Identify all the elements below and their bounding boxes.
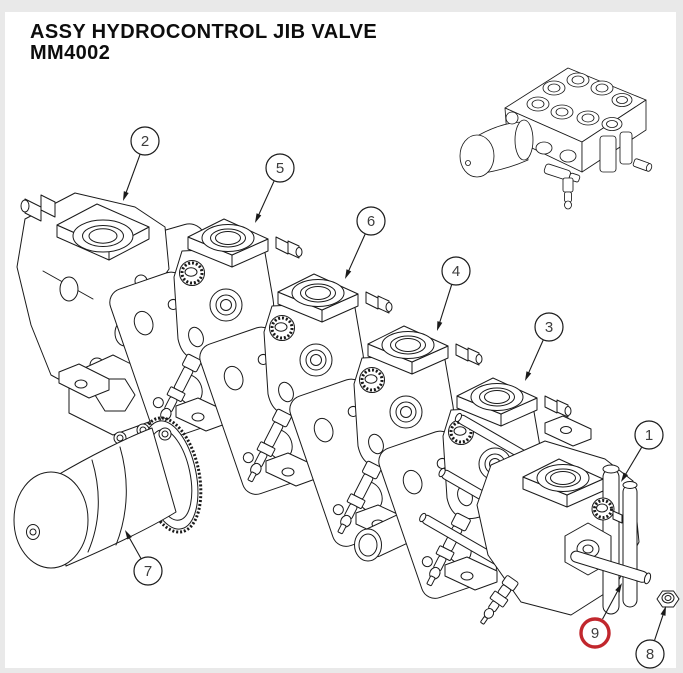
callout-5: 5 [255, 153, 295, 223]
leader-arrow-icon [660, 606, 666, 616]
leader-arrow-icon [255, 213, 262, 223]
drawing-number: MM4002 [30, 42, 111, 64]
part-outlet-section [419, 412, 652, 625]
part-canister [13, 416, 203, 569]
leader-arrow-icon [123, 191, 129, 201]
callout-4: 4 [437, 256, 471, 331]
leader-arrow-icon [345, 269, 352, 279]
callout-number: 7 [144, 563, 152, 580]
drawing-title: ASSY HYDROCONTROL JIB VALVE [30, 21, 378, 43]
callout-number: 8 [646, 646, 654, 663]
leader-arrow-icon [525, 371, 532, 381]
callout-8: 8 [635, 606, 666, 669]
callout-number: 3 [545, 319, 553, 336]
callout-9-highlighted: 9 [579, 583, 622, 649]
callout-number: 2 [141, 133, 149, 150]
callouts-layer: 1 2 3 4 5 6 7 8 9 [123, 126, 666, 669]
callout-6: 6 [345, 206, 386, 279]
callout-3: 3 [525, 312, 564, 381]
part-rod-pin [570, 550, 652, 585]
callout-number: 6 [367, 213, 375, 230]
callout-7: 7 [125, 530, 163, 586]
callout-1: 1 [621, 420, 664, 482]
callout-number: 5 [276, 160, 284, 177]
callout-number: 1 [645, 427, 653, 444]
title-block: ASSY HYDROCONTROL JIB VALVE MM4002 [30, 22, 377, 64]
assembled-valve-thumbnail [459, 67, 653, 210]
leader-arrow-icon [621, 472, 629, 482]
leader-arrow-icon [125, 530, 132, 540]
leader-arrow-icon [615, 583, 622, 593]
callout-number: 4 [452, 263, 460, 280]
callout-2: 2 [123, 126, 160, 201]
callout-number: 9 [591, 625, 599, 642]
part-nut [656, 590, 680, 608]
leader-arrow-icon [437, 321, 443, 331]
